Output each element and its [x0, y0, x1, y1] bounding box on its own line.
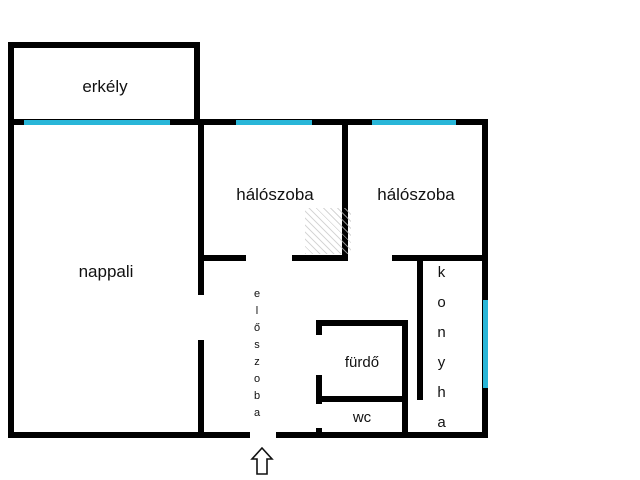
room-label-balcony: erkély — [82, 77, 128, 96]
wall-outer-right — [482, 119, 488, 438]
window-bedroom1 — [236, 120, 312, 125]
wall-outer-left — [8, 119, 14, 438]
wall-outer-bottom-right — [276, 432, 488, 438]
room-label-kitchen: konyha — [433, 264, 450, 444]
wall-living-divider-upper — [198, 119, 204, 295]
wall-kitchen-left — [417, 255, 423, 400]
wall-bedrooms-divider — [342, 119, 348, 258]
wall-bathroom-wc-divider — [316, 396, 408, 402]
room-label-bedroom1: hálószoba — [236, 185, 314, 204]
room-label-living-room: nappali — [78, 262, 134, 281]
wall-bathroom-left-3 — [316, 428, 322, 438]
wall-bathroom-left-2 — [316, 375, 322, 404]
window-living-room — [24, 120, 170, 125]
wall-balcony-right — [194, 42, 200, 125]
room-label-bedroom2: hálószoba — [377, 185, 455, 204]
wall-balcony-left — [8, 42, 14, 125]
window-kitchen — [483, 300, 488, 388]
room-label-hallway: előszoba — [251, 288, 263, 424]
wall-under-bedrooms-2 — [292, 255, 348, 261]
door-swing-hatch — [305, 208, 351, 254]
wall-bathroom-right — [402, 320, 408, 438]
room-label-bathroom: fürdő — [344, 354, 380, 371]
room-label-wc: wc — [352, 409, 372, 426]
wall-bathroom-left-1 — [316, 320, 322, 335]
wall-bathroom-top — [316, 320, 408, 326]
wall-under-bedrooms-3 — [392, 255, 488, 261]
wall-living-divider-lower — [198, 340, 204, 438]
wall-under-bedrooms-1 — [198, 255, 246, 261]
wall-balcony-top — [8, 42, 200, 48]
wall-outer-bottom-left — [8, 432, 250, 438]
entrance-arrow-icon — [250, 446, 274, 475]
window-bedroom2 — [372, 120, 456, 125]
